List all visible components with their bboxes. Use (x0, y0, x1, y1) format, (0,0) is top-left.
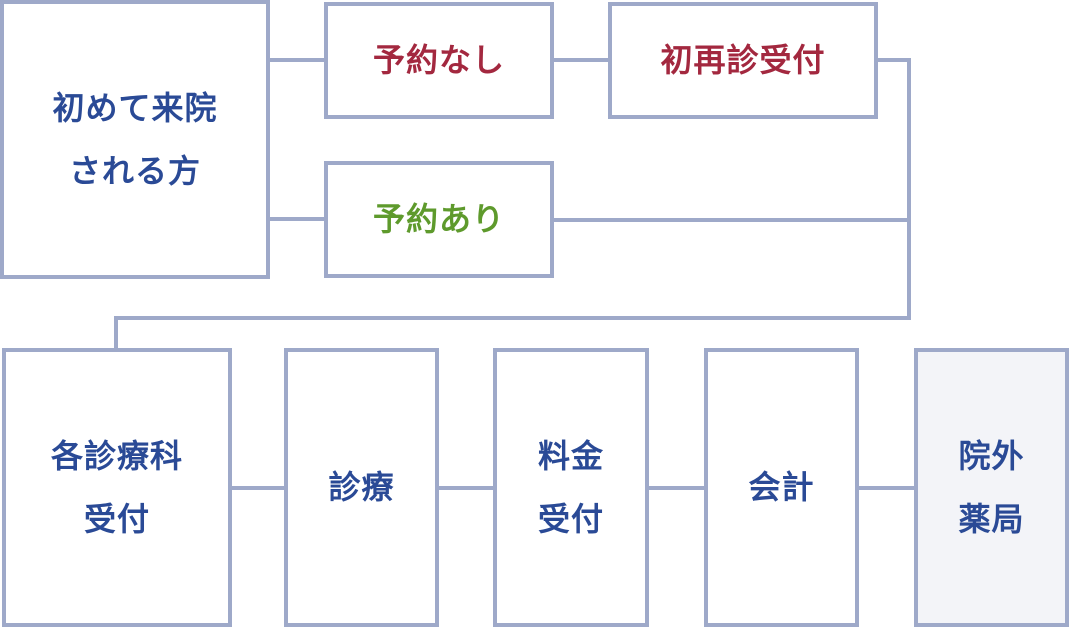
node-with-reservation: 予約あり (324, 161, 554, 278)
node-outside-pharmacy-label: 院外 薬局 (958, 436, 1025, 538)
node-fee-reception: 料金 受付 (493, 348, 649, 627)
node-reception-first-revisit-label: 初再診受付 (660, 41, 826, 79)
node-no-reservation: 予約なし (324, 2, 554, 119)
node-no-reservation-label: 予約なし (372, 41, 505, 79)
connector-merge-horizontal (114, 316, 911, 320)
node-payment-label: 会計 (748, 468, 815, 506)
node-fee-reception-label: 料金 受付 (537, 436, 604, 538)
node-reception-first-revisit: 初再診受付 (608, 2, 878, 119)
connector-consultation-to-fee (436, 486, 496, 490)
node-with-reservation-label: 予約あり (372, 200, 505, 238)
node-consultation: 診療 (284, 348, 439, 627)
node-first-visit: 初めて来院 される方 (0, 0, 270, 279)
node-consultation-label: 診療 (328, 468, 395, 506)
node-department-reception-label: 各診療科 受付 (50, 436, 183, 538)
connector-fee-to-payment (646, 486, 707, 490)
node-outside-pharmacy: 院外 薬局 (914, 348, 1069, 627)
connector-first-visit-to-no-reservation (267, 58, 327, 62)
connector-right-vertical (907, 58, 911, 320)
connector-reception-right-stub (875, 58, 911, 62)
connector-no-reservation-to-reception (551, 58, 611, 62)
connector-first-visit-to-with-reservation (267, 217, 327, 221)
connector-department-to-consultation (229, 486, 287, 490)
node-department-reception: 各診療科 受付 (2, 348, 232, 627)
connector-with-reservation-to-vertical (551, 218, 911, 222)
node-first-visit-label: 初めて来院 される方 (52, 88, 218, 190)
connector-merge-to-department (114, 316, 118, 352)
connector-payment-to-pharmacy (856, 486, 917, 490)
node-payment: 会計 (704, 348, 859, 627)
